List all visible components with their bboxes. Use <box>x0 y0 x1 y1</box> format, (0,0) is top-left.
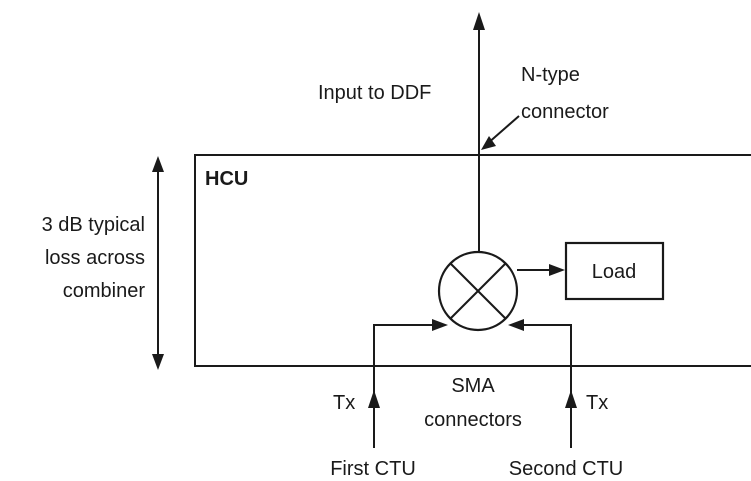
sma-label-line1: SMA <box>451 375 495 397</box>
tx-left-label: Tx <box>333 392 355 414</box>
loss-span-arrowhead-bottom <box>152 354 164 370</box>
n-type-label-line1: N-type <box>521 64 580 86</box>
n-type-label-line2: connector <box>521 101 609 123</box>
loss-span-arrowhead-top <box>152 156 164 172</box>
second-ctu-feed-arrowhead <box>508 319 524 331</box>
input-to-ddf-label: Input to DDF <box>318 82 431 104</box>
first-ctu-tx-arrowhead <box>368 390 380 408</box>
second-ctu-feed-line <box>522 324 572 448</box>
load-box <box>564 241 665 301</box>
first-ctu-label: First CTU <box>330 458 416 480</box>
loss-label-line2: loss across <box>45 247 145 269</box>
tx-right-label: Tx <box>586 392 608 414</box>
second-ctu-tx-arrowhead <box>565 390 577 408</box>
second-ctu-label: Second CTU <box>509 458 624 480</box>
hcu-enclosure <box>194 154 751 367</box>
hcu-label: HCU <box>205 168 248 190</box>
loss-label-line3: combiner <box>63 280 146 302</box>
n-type-pointer-arrowhead <box>481 136 496 150</box>
output-arrowhead <box>473 12 485 30</box>
load-label: Load <box>592 261 637 283</box>
loss-label-line1: 3 dB typical <box>42 214 145 236</box>
combiner-cross-b <box>449 262 507 320</box>
n-type-pointer-line <box>486 115 520 145</box>
sma-label-line2: connectors <box>424 409 522 431</box>
load-feed-arrowhead <box>549 264 565 276</box>
first-ctu-feed-arrowhead <box>432 319 448 331</box>
